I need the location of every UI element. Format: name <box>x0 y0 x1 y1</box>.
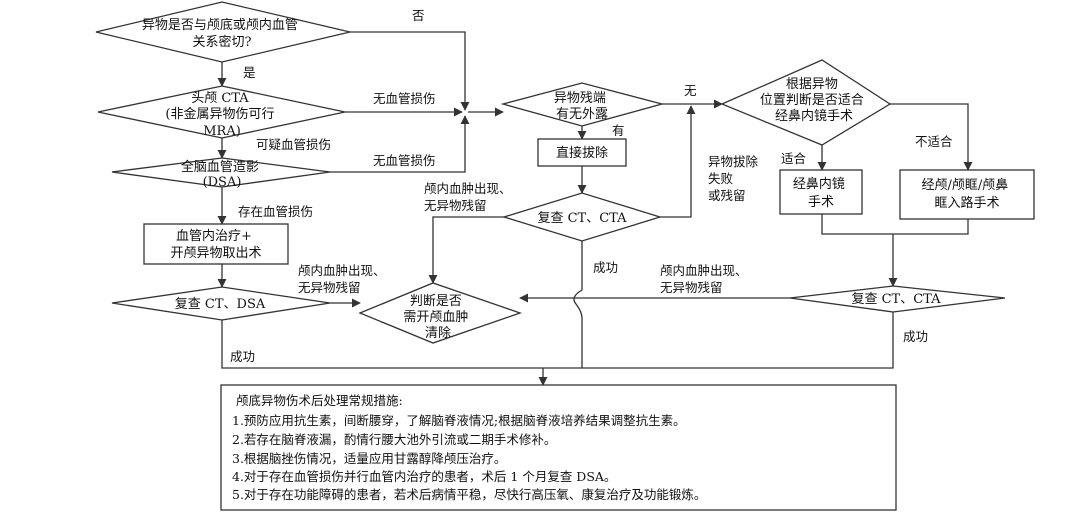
process-endoscope-surgery <box>779 169 863 215</box>
decision-dsa <box>111 157 331 188</box>
notes-item: 3.根据脑挫伤情况，适量应用甘露醇降颅压治疗。 <box>232 451 506 466</box>
edge-right-success <box>543 312 894 369</box>
label-hematoma-left: 颅内血肿出现、 无异物残留 <box>298 263 390 295</box>
label-success-right: 成功 <box>903 329 928 344</box>
label-success-mid: 成功 <box>593 260 618 275</box>
process-direct-removal <box>537 138 627 167</box>
decision-head-cta <box>97 85 346 139</box>
process-craniotomy <box>899 169 1035 220</box>
label-not-suitable: 不适合 <box>915 134 953 149</box>
decision-related-text: 异物是否与颅底或颅内血管 关系密切? <box>142 17 302 50</box>
decision-recheck-ct-cta-1-text: 复查 CT、CTA <box>537 211 627 226</box>
notes-title: 颅底异物伤术后处理常规措施: <box>236 393 403 408</box>
label-none: 无 <box>684 83 697 98</box>
decision-hematoma-text: 判断是否 需开颅血肿 清除 <box>403 294 472 341</box>
process-craniotomy-text: 经颅/颅眶/颅鼻 眶入路手术 <box>922 177 1013 211</box>
edges <box>217 31 973 386</box>
label-success-left: 成功 <box>230 349 255 364</box>
decision-hematoma <box>358 282 522 344</box>
decision-endoscope-text: 根据异物 位置判断是否适合 经鼻内镜手术 <box>760 77 868 124</box>
notes-item: 1.预防应用抗生素，间断腰穿，了解脑脊液情况;根据脑脊液培养结果调整抗生素。 <box>232 413 686 428</box>
label-no-vascular-1: 无血管损伤 <box>373 91 436 106</box>
decision-dsa-text: 全脑血管造影 (DSA) <box>181 159 263 190</box>
edge-surgeries-merge <box>821 214 969 286</box>
label-hematoma-right: 颅内血肿出现、 无异物残留 <box>660 263 752 295</box>
decision-residual <box>500 82 665 127</box>
decision-recheck-ct-dsa <box>111 286 331 321</box>
decision-recheck-ct-dsa-text: 复查 CT、DSA <box>175 297 266 312</box>
label-suitable: 适合 <box>781 151 807 166</box>
process-direct-removal-text: 直接拔除 <box>556 145 608 161</box>
decision-head-cta-text: 头颅 CTA (非金属异物伤可行 MRA) <box>165 91 278 139</box>
label-yes: 是 <box>243 65 256 80</box>
edge-recheck1-judge <box>428 216 504 284</box>
edge-related-no <box>350 31 470 111</box>
decision-recheck-ct-cta-2-text: 复查 CT、CTA <box>851 292 941 307</box>
notes-item: 4.对于存在血管损伤并行血管内治疗的患者，术后 1 个月复查 DSA。 <box>232 469 616 484</box>
decision-related <box>95 1 351 63</box>
decision-endoscope <box>720 59 892 146</box>
label-has: 有 <box>612 123 625 138</box>
nodes: 异物是否与颅底或颅内血管 关系密切? 头颅 CTA (非金属异物伤可行 MRA)… <box>95 1 1035 511</box>
decision-recheck-ct-cta-2 <box>789 285 1006 313</box>
label-no-vascular-2: 无血管损伤 <box>373 153 436 168</box>
label-hematoma-mid: 颅内血肿出现、 无异物残留 <box>424 181 516 213</box>
edge-endoscope-notsuitable <box>890 103 973 171</box>
decision-recheck-ct-cta-1 <box>501 192 663 242</box>
process-endo-surgery <box>143 223 289 265</box>
edge-left-success <box>221 320 543 369</box>
edge-labels: 否 是 无血管损伤 可疑血管损伤 无血管损伤 存在血管损伤 无 有 颅内血肿出现… <box>230 8 953 364</box>
label-suspected: 可疑血管损伤 <box>256 137 331 152</box>
process-endoscope-surgery-text: 经鼻内镜 手术 <box>793 176 849 210</box>
notes-item: 2.若存在脑脊液漏，酌情行腰大池外引流或二期手术修补。 <box>232 432 556 447</box>
notes-item: 5.对于存在功能障碍的患者，若术后病情平稳，尽快行高压氧、康复治疗及功能锻炼。 <box>232 487 706 502</box>
notes-box <box>220 384 897 511</box>
process-endo-surgery-text: 血管内治疗+ 开颅异物取出术 <box>170 228 261 261</box>
label-removal-failed: 异物拔除 失败 或残留 <box>708 154 762 203</box>
edge-failed-loop <box>660 105 696 218</box>
decision-residual-text: 异物残端 有无外露 <box>554 91 610 122</box>
edge-dsa-no-injury <box>330 115 470 173</box>
label-vascular-injury: 存在血管损伤 <box>238 204 313 219</box>
label-no: 否 <box>412 8 425 23</box>
edge-mid-success <box>573 241 583 368</box>
